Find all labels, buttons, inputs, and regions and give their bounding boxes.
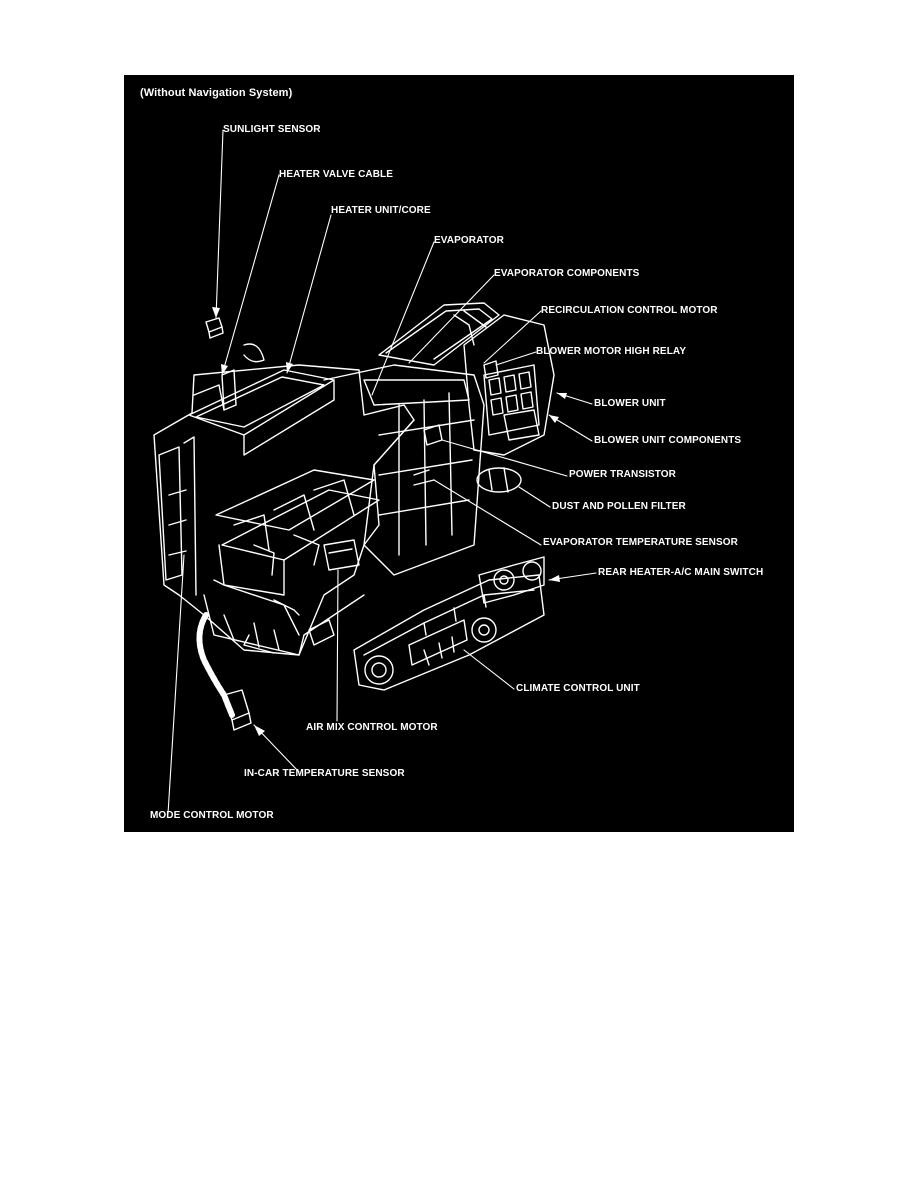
- heater-unit-drawing: [153, 364, 415, 656]
- air-mix-motor-drawing: [323, 539, 360, 571]
- label-evaporator-temperature-sensor: EVAPORATOR TEMPERATURE SENSOR: [543, 537, 738, 548]
- label-climate-control-unit: CLIMATE CONTROL UNIT: [516, 683, 640, 694]
- label-evaporator: EVAPORATOR: [434, 235, 504, 246]
- label-heater-valve-cable: HEATER VALVE CABLE: [279, 169, 394, 180]
- label-blower-motor-high-relay: BLOWER MOTOR HIGH RELAY: [536, 346, 687, 357]
- label-sunlight-sensor: SUNLIGHT SENSOR: [223, 124, 321, 135]
- label-blower-unit: BLOWER UNIT: [594, 398, 666, 409]
- climate-control-unit-drawing: [353, 556, 545, 691]
- label-recirculation-control-motor: RECIRCULATION CONTROL MOTOR: [541, 305, 718, 316]
- evaporator-and-blower-drawing: [323, 302, 555, 576]
- sunlight-sensor-drawing: [193, 317, 265, 411]
- diagram-subtitle: (Without Navigation System): [140, 87, 293, 99]
- arrowheads: [212, 307, 567, 736]
- hvac-component-diagram: (Without Navigation System) SUNLIGHT SEN…: [124, 75, 794, 832]
- label-power-transistor: POWER TRANSISTOR: [569, 469, 676, 480]
- in-car-sensor-harness-drawing: [196, 599, 300, 731]
- label-evaporator-components: EVAPORATOR COMPONENTS: [494, 268, 640, 279]
- label-dust-and-pollen-filter: DUST AND POLLEN FILTER: [552, 501, 686, 512]
- label-blower-unit-components: BLOWER UNIT COMPONENTS: [594, 435, 742, 446]
- label-in-car-temperature-sensor: IN-CAR TEMPERATURE SENSOR: [244, 768, 405, 779]
- hvac-assembly-illustration: [153, 129, 597, 815]
- label-heater-unit-core: HEATER UNIT/CORE: [331, 205, 431, 216]
- label-air-mix-control-motor: AIR MIX CONTROL MOTOR: [306, 722, 438, 733]
- label-rear-heater-ac-main-switch: REAR HEATER-A/C MAIN SWITCH: [598, 567, 764, 578]
- label-mode-control-motor: MODE CONTROL MOTOR: [150, 810, 274, 821]
